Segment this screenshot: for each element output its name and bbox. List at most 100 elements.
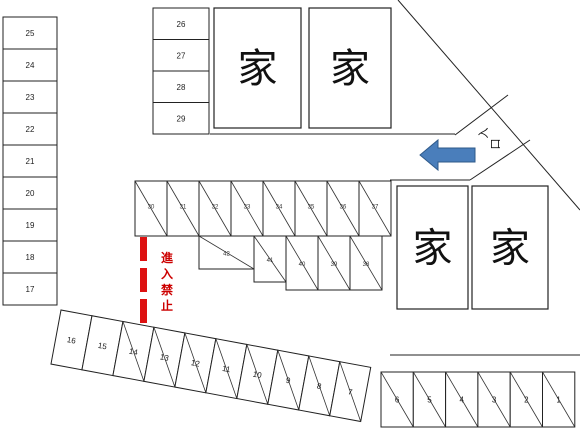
lot-3-diagonal (477, 371, 511, 428)
houses: 家家家家 (213, 7, 549, 310)
lot-19: 19 (2, 208, 58, 242)
lot-32-diagonal (198, 180, 232, 237)
house-outline (213, 7, 302, 129)
entrance-label: 入 口 (477, 128, 502, 150)
lot-17: 17 (2, 272, 58, 306)
lot-33-number: 33 (244, 205, 251, 211)
lot-21-number: 21 (26, 157, 35, 166)
lot-37: 37 (358, 180, 392, 237)
lot-27-number: 27 (177, 51, 186, 60)
entrance-char-1: 入 (477, 128, 490, 139)
lot-41-number: 41 (267, 258, 274, 264)
lot-14-number: 14 (128, 347, 139, 358)
lot-4: 4 (445, 371, 479, 428)
lot-26-outline (152, 7, 210, 40)
lot-6-number: 6 (395, 396, 400, 405)
lot-20-outline (2, 176, 58, 210)
barrier-bar-2 (140, 268, 147, 292)
lot-2-diagonal (509, 371, 543, 428)
house-4: 家 (471, 185, 549, 310)
lot-1: 1 (542, 371, 576, 428)
house-label: 家 (330, 46, 370, 92)
no-entry-char-2: 入 (161, 267, 173, 281)
lot-28: 28 (152, 70, 210, 103)
lot-14-diagonal (122, 321, 145, 382)
lot-11: 11 (205, 338, 248, 400)
lot-18: 18 (2, 240, 58, 274)
lot-31-diagonal (166, 180, 200, 237)
lot-41: 41 (253, 235, 287, 283)
lot-7-diagonal (339, 361, 362, 422)
lot-16-number: 16 (66, 335, 77, 346)
lot-29: 29 (152, 102, 210, 135)
lot-24: 24 (2, 48, 58, 82)
lot-27: 27 (152, 39, 210, 72)
road-line-upper (397, 0, 580, 211)
lot-30-diagonal (134, 180, 168, 237)
lot-28-number: 28 (177, 83, 186, 92)
lot-36-number: 36 (340, 205, 347, 211)
lot-9-diagonal (277, 350, 300, 411)
lot-3: 3 (477, 371, 511, 428)
lot-10-number: 10 (252, 370, 263, 381)
lot-26-number: 26 (177, 20, 186, 29)
road-line-lower-2 (469, 139, 531, 181)
lot-30: 30 (134, 180, 168, 237)
lot-36-diagonal (326, 180, 360, 237)
lot-1-number: 1 (556, 396, 561, 405)
lot-8-number: 8 (316, 381, 323, 391)
lot-6: 6 (380, 371, 414, 428)
lot-22-number: 22 (26, 125, 35, 134)
lot-38: 38 (349, 235, 383, 291)
top-column-lots: 26 27 28 29 (152, 7, 210, 135)
lot-15-number: 15 (97, 341, 108, 352)
lot-33: 33 (230, 180, 264, 237)
road-line-lower (454, 94, 509, 136)
lot-39-diagonal (317, 235, 351, 291)
house-label: 家 (413, 226, 453, 272)
lot-25-number: 25 (26, 29, 35, 38)
lot-41-diagonal (253, 235, 287, 283)
lot-35-diagonal (294, 180, 328, 237)
lot-1-diagonal (542, 371, 576, 428)
lot-12-number: 12 (190, 358, 201, 369)
house-outline (308, 7, 392, 129)
lot-26: 26 (152, 7, 210, 40)
lot-17-number: 17 (26, 285, 35, 294)
lot-28-outline (152, 70, 210, 103)
lot-42-diagonal (198, 235, 255, 270)
lot-37-number: 37 (372, 205, 379, 211)
lot-18-number: 18 (26, 253, 35, 262)
lot-20: 20 (2, 176, 58, 210)
no-entry-barrier: 進 入 禁 止 (140, 237, 174, 323)
lot-33-diagonal (230, 180, 264, 237)
lot-17-outline (2, 272, 58, 306)
lot-31-number: 31 (180, 205, 187, 211)
lot-34: 34 (262, 180, 296, 237)
lot-22: 22 (2, 112, 58, 146)
lot-11-diagonal (215, 338, 238, 399)
no-entry-char-1: 進 (161, 250, 174, 265)
house-label: 家 (490, 226, 530, 272)
lot-21: 21 (2, 144, 58, 178)
no-entry-char-4: 止 (161, 298, 173, 313)
entrance-arrow-icon (419, 138, 476, 172)
lot-11-number: 11 (221, 364, 231, 374)
lot-6-diagonal (380, 371, 414, 428)
lot-13-number: 13 (159, 352, 170, 363)
house-3: 家 (396, 185, 469, 310)
lot-5-diagonal (412, 371, 446, 428)
lot-37-diagonal (358, 180, 392, 237)
lot-24-outline (2, 48, 58, 82)
road-lines (210, 0, 580, 356)
barrier-bar-3 (140, 299, 147, 323)
lot-5-number: 5 (427, 396, 432, 405)
lot-31: 31 (166, 180, 200, 237)
lot-12-diagonal (184, 332, 207, 393)
lot-22-outline (2, 112, 58, 146)
